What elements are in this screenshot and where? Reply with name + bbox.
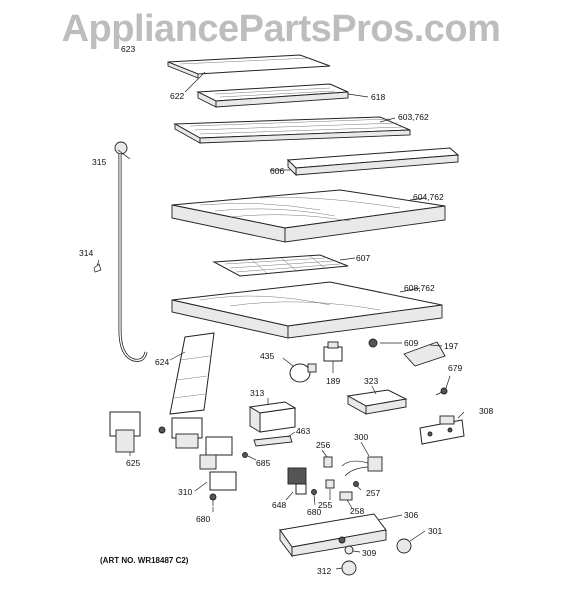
label-622: 622 [170,91,184,101]
label-463: 463 [296,426,310,436]
part-312-knob[interactable] [341,560,357,576]
label-315: 315 [92,157,106,167]
part-680-screw-middle[interactable] [311,489,317,495]
part-damper-control[interactable] [158,417,203,449]
part-622-cover[interactable] [167,54,331,79]
part-315-drain-tube[interactable] [114,141,148,362]
watermark: AppliancePartsPros.com [61,8,501,50]
label-300: 300 [354,432,368,442]
label-608: 608,762 [404,283,435,293]
part-618-housing[interactable] [196,83,349,108]
art-number: (ART NO. WR18487 C2) [100,556,189,565]
part-606-trim[interactable] [286,147,460,177]
part-624-air-duct[interactable] [169,332,215,415]
label-197: 197 [444,341,458,351]
label-258: 258 [350,506,364,516]
part-257-screw[interactable] [353,481,359,487]
label-679: 679 [448,363,462,373]
part-309-button[interactable] [344,545,354,555]
part-256-connector[interactable] [323,456,333,468]
label-625: 625 [126,458,140,468]
part-310-thermostat[interactable] [199,436,237,491]
part-255-part[interactable] [325,479,335,489]
part-308-plate[interactable] [419,415,465,445]
part-604-cover-frame[interactable] [171,189,446,243]
label-680-lower: 680 [196,514,210,524]
part-679-screw[interactable] [435,387,448,396]
label-257: 257 [366,488,380,498]
part-625-damper[interactable] [109,411,141,453]
part-435-light-bulb[interactable] [289,363,317,383]
label-313: 313 [250,388,264,398]
label-306: 306 [404,510,418,520]
part-685-screw[interactable] [242,452,248,458]
label-680-middle: 680 [307,507,321,517]
label-323: 323 [364,376,378,386]
part-197-strip[interactable] [403,341,446,367]
part-258-block[interactable] [339,491,353,501]
label-301: 301 [428,526,442,536]
label-607: 607 [356,253,370,263]
label-308: 308 [479,406,493,416]
part-463-terminal[interactable] [253,435,293,447]
label-618: 618 [371,92,385,102]
label-314: 314 [79,248,93,258]
part-301-knob[interactable] [396,538,412,554]
label-603: 603,762 [398,112,429,122]
part-680-screw[interactable] [209,493,217,506]
label-609: 609 [404,338,418,348]
label-606: 606 [270,166,284,176]
part-603-shelf[interactable] [173,116,411,144]
label-255: 255 [318,500,332,510]
label-604: 604,762 [413,192,444,202]
part-labels: 623 622 618 603,762 315 606 604,762 314 … [79,44,493,576]
leader-lines [96,71,465,570]
label-310: 310 [178,487,192,497]
label-312: 312 [317,566,331,576]
part-608-lower-frame[interactable] [171,281,443,339]
label-435: 435 [260,351,274,361]
label-624: 624 [155,357,169,367]
part-306-control-housing[interactable] [279,513,387,558]
part-313-box[interactable] [248,401,297,433]
label-685: 685 [256,458,270,468]
part-300-wire-harness[interactable] [341,456,383,477]
label-256: 256 [316,440,330,450]
part-609-clip[interactable] [368,338,378,348]
label-309: 309 [362,548,376,558]
label-648: 648 [272,500,286,510]
label-623: 623 [121,44,135,54]
part-607-mesh-insert[interactable] [212,254,349,277]
part-189-socket[interactable] [323,341,343,362]
label-189: 189 [326,376,340,386]
part-323-bracket[interactable] [346,389,408,415]
part-648-switch[interactable] [287,467,307,495]
